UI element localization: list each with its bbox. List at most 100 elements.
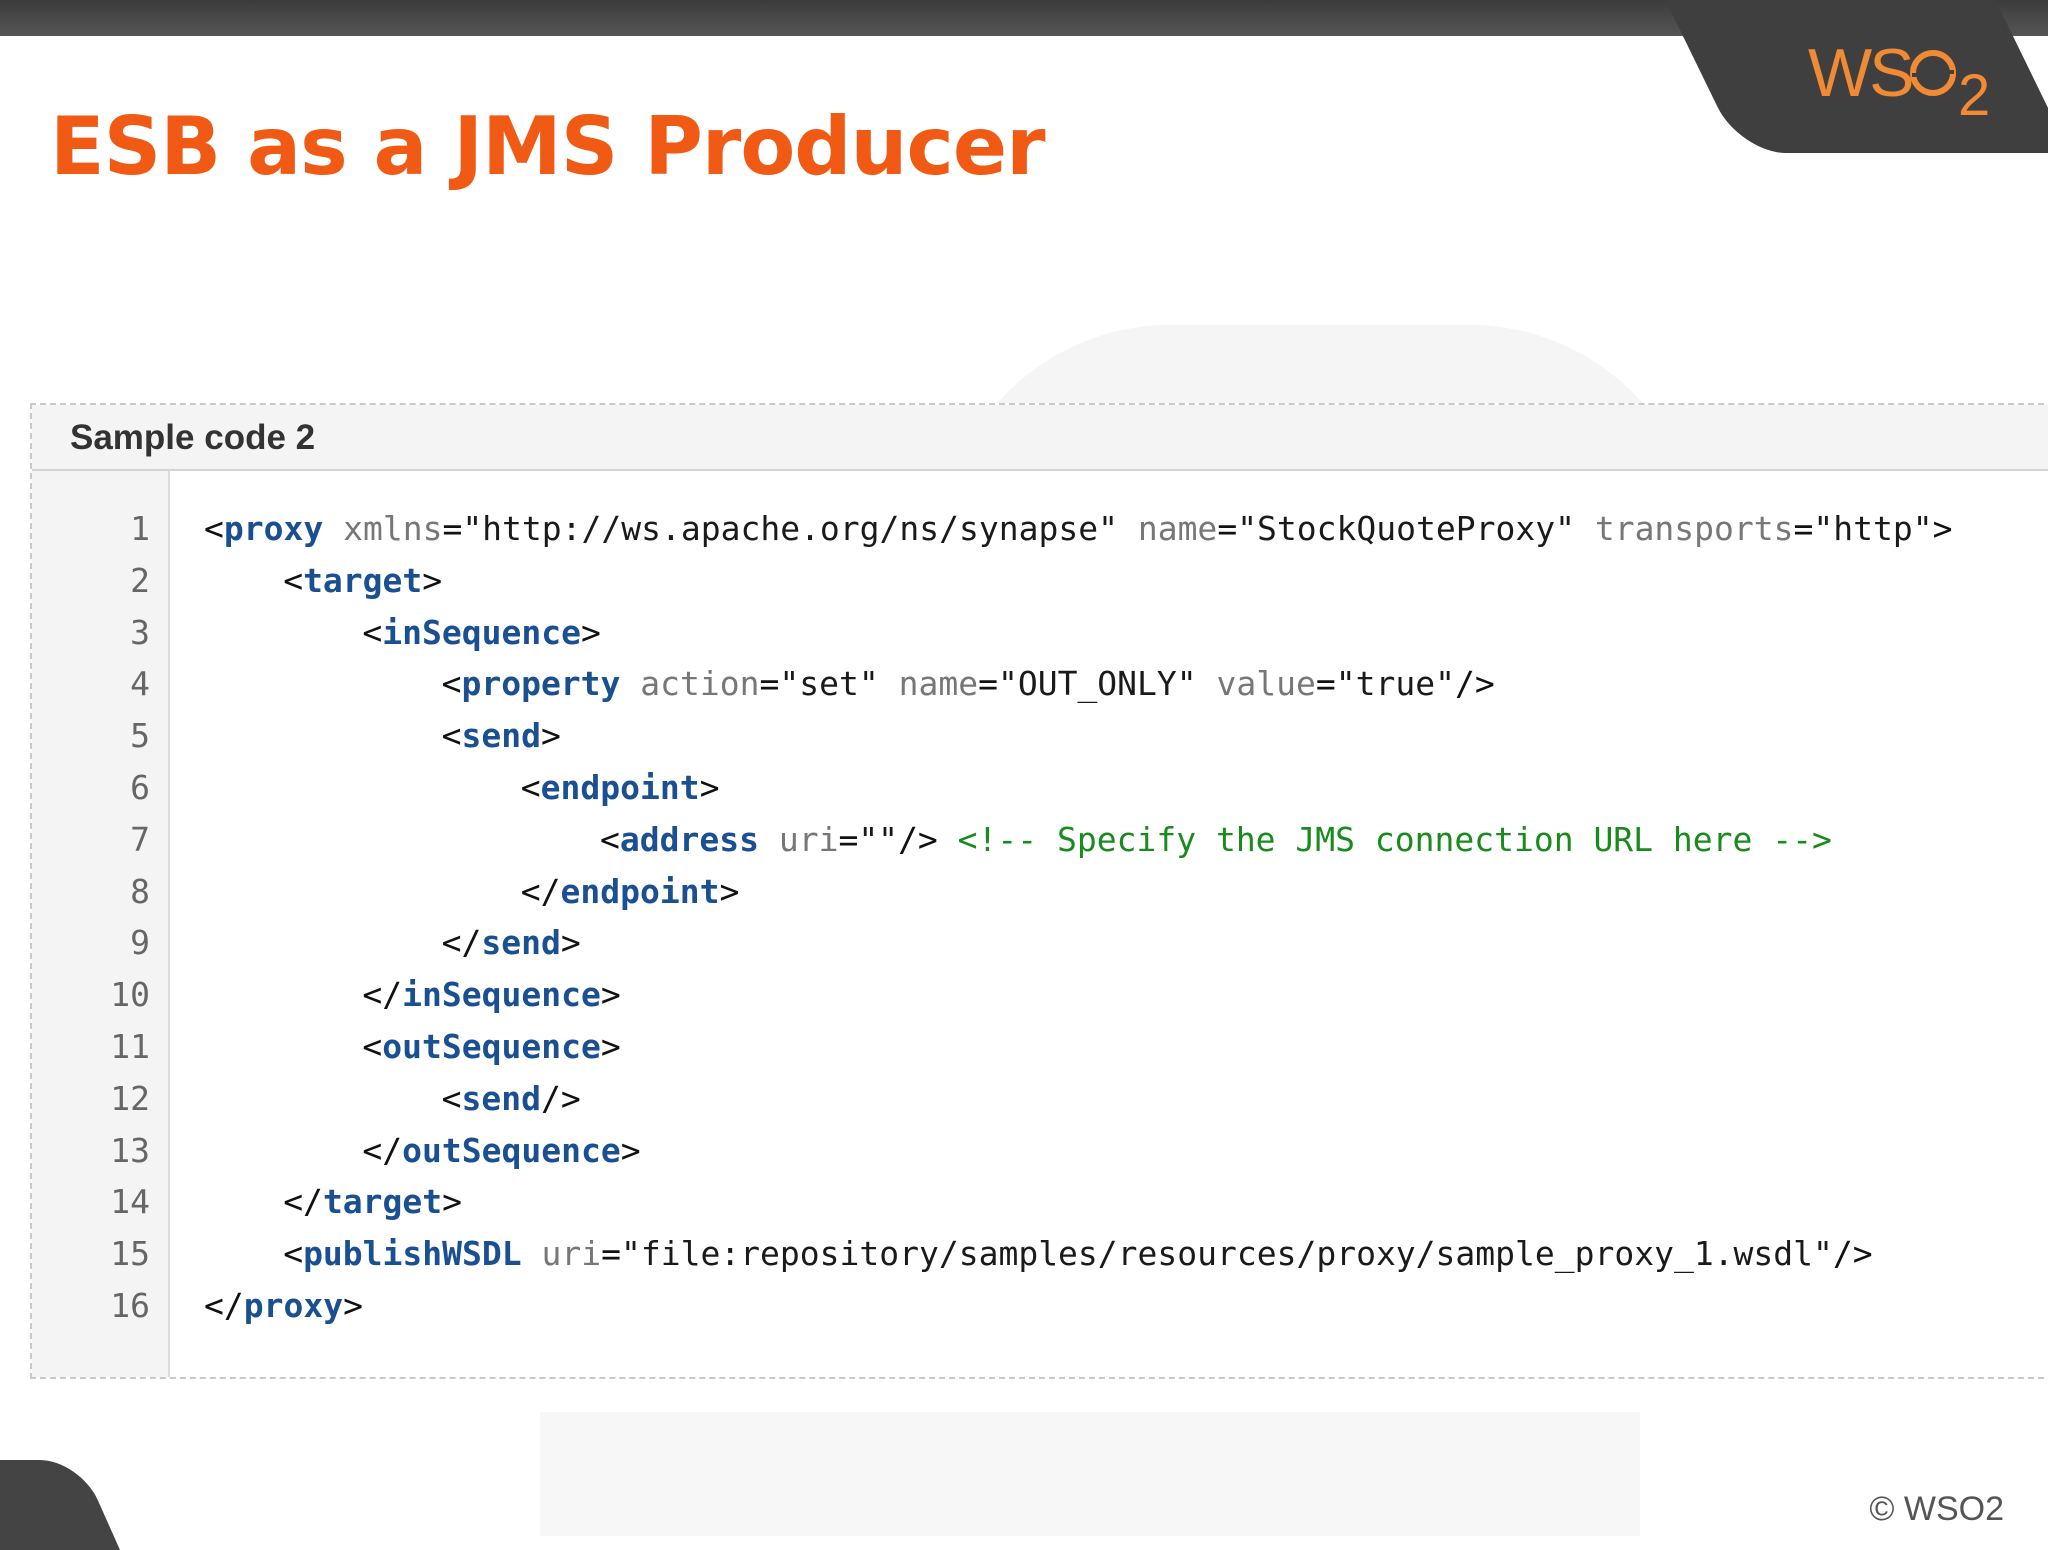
copyright: © WSO2: [1869, 1490, 2004, 1528]
code-token-tag: proxy: [243, 1286, 344, 1325]
code-token-pun: =: [1217, 509, 1238, 548]
code-line: 15 <publishWSDL uri="file:repository/samp…: [32, 1228, 2048, 1280]
code-token-pun: <: [204, 509, 224, 548]
code-token-tag: send: [461, 716, 541, 756]
code-line: 16</proxy>: [32, 1280, 2048, 1332]
code-token-pun: [620, 664, 640, 703]
code-token-str: "true": [1335, 664, 1455, 704]
code-token-tag: inSequence: [402, 975, 601, 1015]
code-token-pun: <: [441, 664, 462, 704]
line-number: 5: [130, 716, 150, 756]
line-number: 4: [130, 664, 150, 704]
code-line: 8 </endpoint>: [32, 866, 2048, 918]
line-number: 10: [110, 975, 150, 1015]
code-token-pun: />: [898, 819, 958, 859]
code-text: <outSequence>: [204, 1021, 621, 1073]
code-token-pun: <: [441, 1078, 462, 1118]
code-line: 10</inSequence>: [32, 969, 2048, 1021]
code-text: <target>: [204, 555, 442, 607]
code-token-tag: send: [481, 923, 561, 963]
heartbeat-o-icon: [1910, 50, 1956, 96]
line-number: 13: [110, 1130, 150, 1170]
code-panel: Sample code 2 1<proxy xmlns="http://ws.a…: [30, 403, 2048, 1379]
code-token-tag: outSequence: [382, 1027, 601, 1066]
code-token-pun: <: [441, 716, 462, 756]
code-token-pun: <: [520, 768, 541, 807]
code-token-pun: <: [283, 1234, 304, 1274]
background-watermark-bottom: [540, 1412, 1640, 1536]
line-number-gutter: [32, 471, 170, 1377]
code-token-attr: uri: [541, 1234, 602, 1274]
code-token-pun: </: [362, 1130, 403, 1170]
slide-title: ESB as a JMS Producer: [50, 100, 1046, 193]
line-number: 8: [130, 871, 150, 911]
code-text: <property action="set" name="OUT_ONLY" v…: [204, 658, 1495, 710]
code-token-pun: >: [540, 716, 561, 756]
code-token-attr: name: [1137, 509, 1218, 548]
code-text: </target>: [204, 1176, 462, 1228]
line-number: 14: [110, 1182, 150, 1222]
code-token-pun: =: [759, 664, 780, 704]
code-token-pun: =: [601, 1234, 621, 1274]
code-token-tag: address: [619, 819, 759, 859]
code-token-pun: <: [283, 560, 304, 600]
code-line: 7<address uri=""/> <!-- Specify the JMS …: [32, 814, 2048, 866]
code-token-pun: [1197, 664, 1217, 703]
code-token-pun: </: [204, 1286, 244, 1325]
code-token-pun: </: [520, 871, 561, 911]
code-token-tag: endpoint: [560, 871, 720, 911]
code-line: 3 <inSequence>: [32, 607, 2048, 659]
code-text: <publishWSDL uri="file:repository/sample…: [204, 1228, 1872, 1280]
line-number: 2: [130, 560, 150, 600]
code-line: 14 </target>: [32, 1176, 2048, 1228]
code-line: 12<send/>: [32, 1073, 2048, 1125]
code-token-pun: >: [600, 975, 621, 1015]
code-token-attr: uri: [778, 819, 839, 859]
code-token-tag: property: [461, 664, 621, 704]
code-line: 13 </outSequence>: [32, 1125, 2048, 1177]
code-token-str: "StockQuoteProxy": [1237, 509, 1575, 548]
code-token-pun: >: [600, 1027, 621, 1066]
code-token-pun: />: [1454, 664, 1495, 704]
line-number: 6: [130, 768, 150, 807]
code-token-str: "set": [779, 664, 879, 704]
code-token-pun: >: [1932, 509, 1953, 548]
code-token-pun: =: [1793, 509, 1814, 548]
code-token-pun: >: [560, 923, 581, 963]
code-text: <address uri=""/> <!-- Specify the JMS c…: [204, 814, 1832, 866]
logo-text: WS: [1808, 35, 1915, 111]
code-token-pun: >: [442, 1182, 463, 1222]
code-token-attr: xmlns: [343, 509, 443, 548]
code-token-tag: inSequence: [382, 612, 581, 652]
code-token-tag: outSequence: [402, 1130, 621, 1170]
code-line: 4<property action="set" name="OUT_ONLY" …: [32, 658, 2048, 710]
code-panel-header: Sample code 2: [32, 405, 2048, 471]
line-number: 15: [110, 1234, 150, 1274]
code-token-tag: send: [461, 1078, 541, 1118]
line-number: 3: [130, 612, 150, 652]
code-token-pun: >: [719, 871, 740, 911]
code-text: <inSequence>: [204, 607, 601, 659]
code-token-pun: =: [838, 819, 859, 859]
code-token-tag: publishWSDL: [303, 1234, 522, 1274]
code-line: 11<outSequence>: [32, 1021, 2048, 1073]
code-line: 5 <send>: [32, 710, 2048, 762]
code-token-attr: name: [898, 664, 979, 704]
code-token-attr: action: [640, 664, 760, 704]
line-number: 16: [110, 1286, 150, 1325]
code-token-pun: />: [540, 1078, 581, 1118]
code-token-pun: >: [620, 1130, 641, 1170]
code-token-com: <!-- Specify the JMS connection URL here…: [957, 819, 1832, 859]
code-token-str: "": [858, 819, 899, 859]
code-line: 6<endpoint>: [32, 762, 2048, 814]
code-token-str: "http://ws.apache.org/ns/synapse": [462, 509, 1118, 548]
code-line: 1<proxy xmlns="http://ws.apache.org/ns/s…: [32, 503, 2048, 555]
code-token-str: "http": [1813, 509, 1933, 548]
code-text: <proxy xmlns="http://ws.apache.org/ns/sy…: [204, 503, 1952, 555]
code-token-pun: <: [600, 819, 620, 859]
code-token-pun: <: [362, 1027, 383, 1066]
code-token-pun: >: [580, 612, 601, 652]
code-token-pun: >: [699, 768, 720, 807]
code-text: </send>: [204, 917, 581, 969]
code-token-pun: =: [442, 509, 463, 548]
